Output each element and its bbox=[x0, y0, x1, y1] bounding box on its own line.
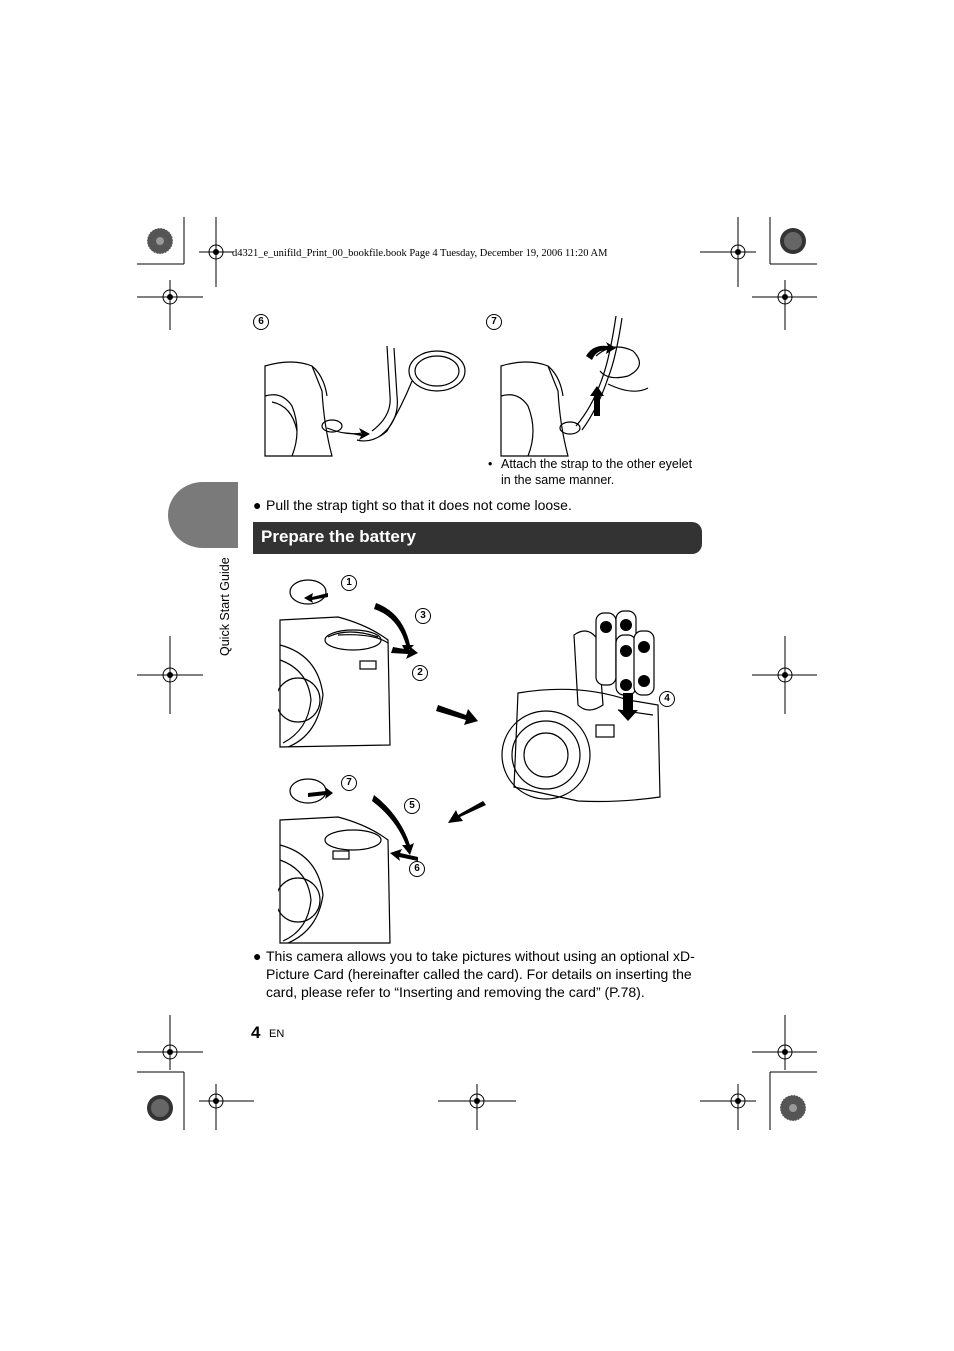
section-title: Prepare the battery bbox=[261, 527, 416, 546]
register-disc-top-right bbox=[780, 228, 806, 254]
crosshair-target-bottom-right bbox=[700, 1084, 756, 1130]
battery-step-3: 3 bbox=[415, 608, 431, 624]
crosshair-target-left-lower bbox=[137, 1015, 203, 1070]
page-language: EN bbox=[269, 1028, 285, 1040]
strap-attach-illustration-left bbox=[264, 345, 466, 457]
battery-step-5: 5 bbox=[404, 798, 420, 814]
crosshair-target-right-lower bbox=[752, 1015, 817, 1070]
crosshair-target-top-right bbox=[700, 217, 756, 287]
print-header-line: d4321_e_unifild_Print_00_bookfile.book P… bbox=[232, 248, 608, 259]
chapter-tab bbox=[168, 482, 238, 548]
step-number-6: 6 bbox=[253, 314, 269, 330]
step-number-7: 7 bbox=[486, 314, 502, 330]
battery-step-4: 4 bbox=[659, 691, 675, 707]
strap-attach-illustration-right bbox=[500, 316, 649, 457]
strap-caption-bullet: • bbox=[488, 457, 493, 471]
crosshair-target-bottom-center bbox=[438, 1084, 516, 1130]
page-number: 4 bbox=[251, 1023, 261, 1042]
note-line-2: Picture Card (hereinafter called the car… bbox=[266, 966, 692, 982]
strap-caption-line-2: in the same manner. bbox=[501, 473, 615, 487]
crosshair-target-right-upper bbox=[752, 280, 817, 330]
battery-insertion-illustration bbox=[278, 579, 661, 944]
note-line-1: This camera allows you to take pictures … bbox=[266, 948, 695, 964]
battery-step-6: 6 bbox=[409, 861, 425, 877]
battery-step-7: 7 bbox=[341, 775, 357, 791]
strap-caption-line-1: Attach the strap to the other eyelet bbox=[501, 457, 693, 471]
battery-step-1: 1 bbox=[341, 575, 357, 591]
strap-bullet-symbol: ● bbox=[253, 497, 262, 513]
note-line-3: card, please refer to “Inserting and rem… bbox=[266, 984, 645, 1000]
chapter-tab-label: Quick Start Guide bbox=[218, 557, 232, 656]
battery-step-2: 2 bbox=[412, 665, 428, 681]
register-disc-top-left bbox=[146, 227, 174, 255]
crosshair-target-left-upper bbox=[137, 280, 203, 330]
register-disc-bottom-left bbox=[147, 1095, 173, 1121]
crosshair-target-bottom-left bbox=[199, 1084, 254, 1130]
strap-tight-instruction: Pull the strap tight so that it does not… bbox=[266, 497, 572, 513]
section-banner: Prepare the battery bbox=[253, 522, 702, 554]
register-disc-bottom-right bbox=[779, 1094, 807, 1122]
note-bullet-symbol: ● bbox=[253, 948, 262, 964]
